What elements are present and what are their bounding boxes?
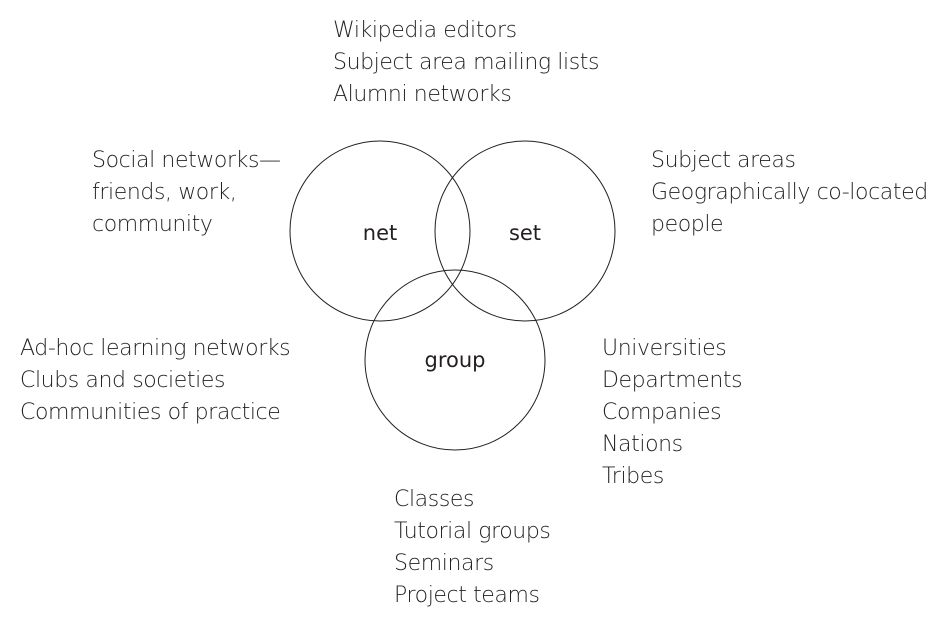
annotation-line: Project teams [394, 583, 540, 608]
annotation-line: friends, work, [92, 180, 237, 205]
annotation-line: Clubs and societies [20, 368, 226, 393]
circle-net [289, 140, 471, 322]
annotation-line: Tutorial groups [394, 519, 551, 544]
annotation-net-group: Ad-hoc learning networks Clubs and socie… [20, 333, 291, 429]
annotation-line: Geographically co-located [651, 180, 928, 205]
annotation-line: Wikipedia editors [333, 18, 517, 43]
annotation-line: Universities [602, 336, 727, 361]
annotation-line: people [651, 212, 724, 237]
annotation-top: Wikipedia editors Subject area mailing l… [333, 15, 599, 111]
label-group: group [425, 348, 486, 372]
annotation-line: Nations [602, 432, 683, 457]
annotation-line: Subject area mailing lists [333, 50, 600, 75]
annotation-line: Social networks— [92, 148, 281, 173]
annotation-line: Ad-hoc learning networks [20, 336, 291, 361]
circle-set [434, 140, 616, 322]
label-set: set [509, 221, 541, 245]
annotation-line: Communities of practice [20, 400, 281, 425]
annotation-net: Social networks— friends, work, communit… [92, 145, 281, 241]
annotation-line: Seminars [394, 551, 494, 576]
annotation-set: Subject areas Geographically co-located … [651, 145, 928, 241]
annotation-line: community [92, 212, 213, 237]
annotation-line: Subject areas [651, 148, 796, 173]
annotation-set-group: Universities Departments Companies Natio… [602, 333, 743, 493]
annotation-group: Classes Tutorial groups Seminars Project… [394, 484, 551, 612]
annotation-line: Tribes [602, 464, 664, 489]
annotation-line: Alumni networks [333, 82, 512, 107]
annotation-line: Departments [602, 368, 743, 393]
circle-group [364, 269, 546, 451]
label-net: net [363, 221, 397, 245]
annotation-line: Classes [394, 487, 475, 512]
annotation-line: Companies [602, 400, 722, 425]
